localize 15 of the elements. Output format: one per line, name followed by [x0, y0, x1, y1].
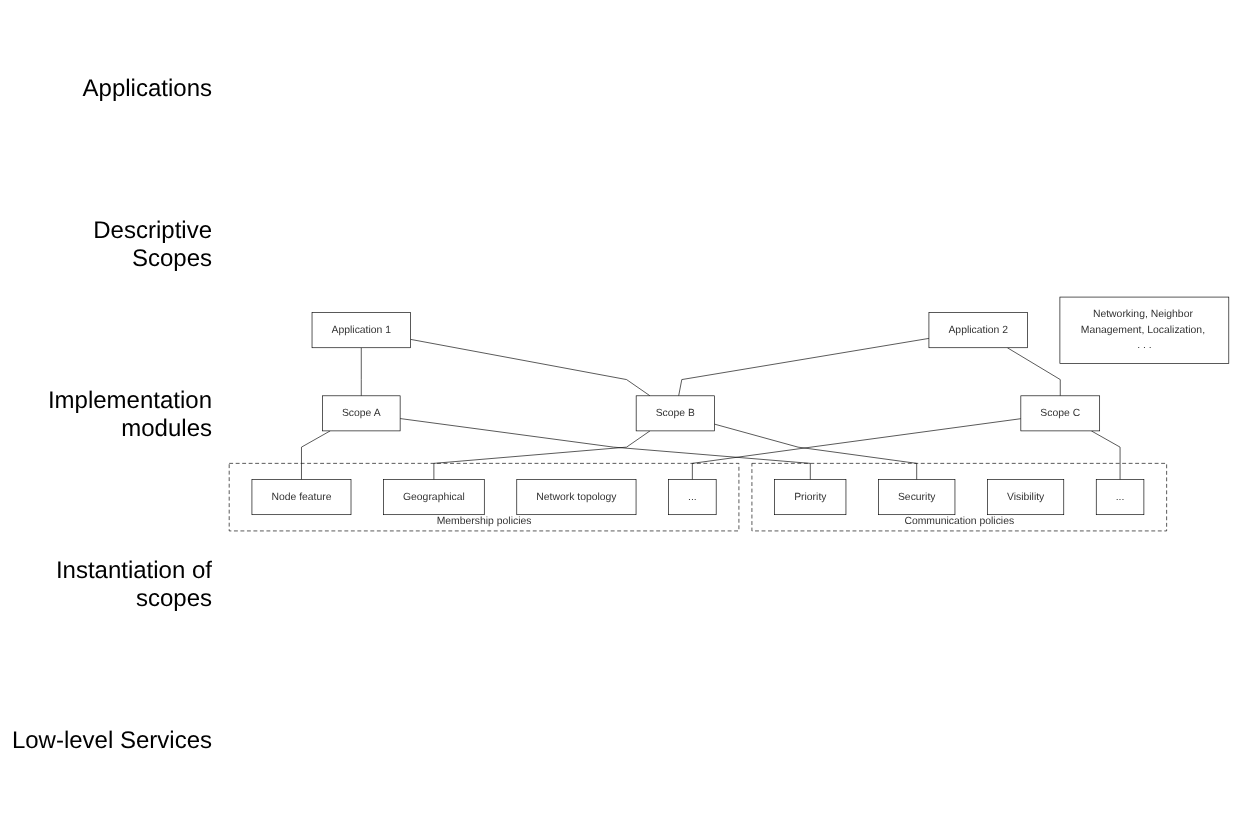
connector [692, 418, 1022, 480]
layer-label: Applications [80, 73, 212, 102]
connector [1007, 347, 1061, 397]
connector [301, 430, 331, 480]
layer-label: Descriptive Scopes [91, 215, 212, 272]
connector [678, 338, 930, 397]
connector [433, 430, 651, 480]
connector [1091, 430, 1121, 480]
layer-label: Low-level Services [9, 726, 212, 755]
layer-label: Implementation modules [45, 385, 212, 442]
layer-label: Instantiation of scopes [53, 556, 212, 613]
connector [360, 347, 362, 397]
connector [714, 423, 918, 480]
connector [399, 418, 811, 480]
connector [410, 339, 651, 397]
